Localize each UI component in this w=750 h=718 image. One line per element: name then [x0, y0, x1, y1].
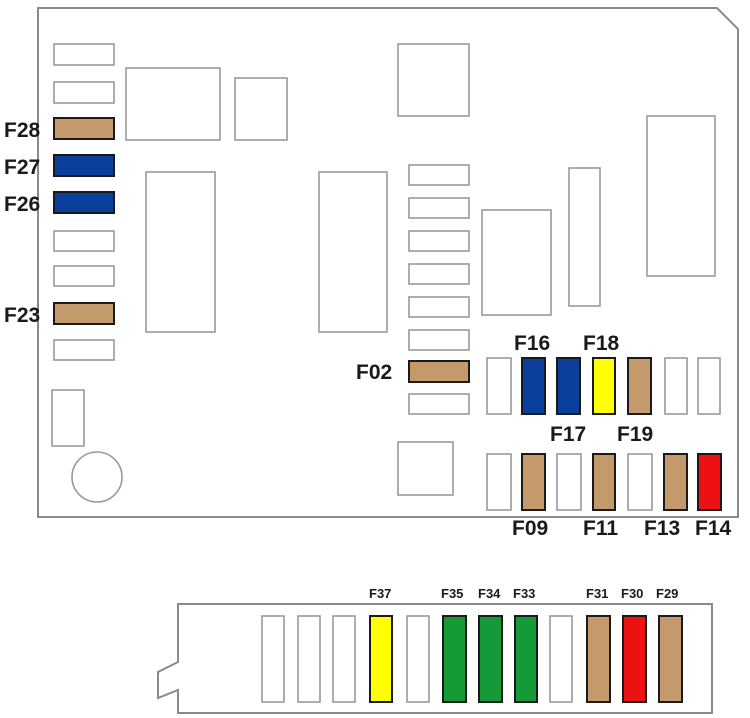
- fuse-body: [369, 615, 393, 703]
- empty-slot: [408, 393, 470, 415]
- empty-slot: [697, 357, 721, 415]
- fuse-body: [53, 191, 115, 214]
- fuse-F23: F23: [4, 302, 115, 327]
- empty-slot: [408, 329, 470, 351]
- empty-slot: [556, 453, 582, 511]
- empty-slot: [486, 357, 512, 415]
- fuse-label: F27: [4, 156, 40, 179]
- relay-block: [646, 115, 716, 277]
- empty-slot: [53, 81, 115, 104]
- empty-slot: [664, 357, 688, 415]
- fuse-F18: F18: [583, 332, 620, 415]
- fuse-body: [697, 453, 722, 511]
- fuse-body: [663, 453, 688, 511]
- empty-slot: [408, 263, 470, 285]
- fuse-F14: F14: [695, 453, 732, 540]
- empty-slot: [408, 296, 470, 318]
- fuse-label: F02: [356, 361, 392, 384]
- empty-slot: [408, 164, 470, 186]
- fuse-F33: F33: [513, 586, 538, 703]
- fuse-label: F23: [4, 304, 40, 327]
- fuse-body: [53, 154, 115, 177]
- fuse-F26: F26: [4, 191, 115, 216]
- fuse-label: F26: [4, 193, 40, 216]
- fuse-F30: F30: [621, 586, 647, 703]
- fuse-label: F34: [478, 586, 501, 601]
- empty-slot: [332, 615, 356, 703]
- fuse-body: [514, 615, 538, 703]
- fuse-F27: F27: [4, 154, 115, 179]
- relay-block: [145, 171, 216, 333]
- fuse-F19: F19: [617, 357, 653, 446]
- fuse-label: F33: [513, 586, 535, 601]
- fuse-label: F09: [512, 517, 548, 540]
- fuse-label: F14: [695, 517, 732, 540]
- relay-block: [397, 441, 454, 496]
- empty-slot: [53, 265, 115, 287]
- empty-slot: [53, 43, 115, 66]
- empty-slot: [627, 453, 653, 511]
- fuse-F13: F13: [644, 453, 688, 540]
- fuse-body: [592, 453, 616, 511]
- fuse-F09: F09: [512, 453, 548, 540]
- fuse-label: F31: [586, 586, 608, 601]
- fuse-body: [53, 117, 115, 140]
- fuse-body: [521, 453, 546, 511]
- empty-slot: [549, 615, 573, 703]
- fuse-body: [658, 615, 683, 703]
- fuse-label: F17: [550, 423, 586, 446]
- fuse-label: F13: [644, 517, 680, 540]
- empty-slot: [486, 453, 512, 511]
- fuse-body: [627, 357, 652, 415]
- fuse-body: [408, 360, 470, 383]
- relay-block: [397, 43, 470, 117]
- fuse-body: [478, 615, 503, 703]
- relay-block: [318, 171, 388, 333]
- fuse-F35: F35: [441, 586, 467, 703]
- fuse-F02: F02: [356, 360, 470, 384]
- fuse-F28: F28: [4, 117, 115, 142]
- fuse-label: F29: [656, 586, 678, 601]
- fuse-body: [592, 357, 616, 415]
- empty-slot: [408, 197, 470, 219]
- fuse-body: [586, 615, 611, 703]
- empty-slot: [53, 230, 115, 252]
- relay-block: [568, 167, 601, 307]
- fuse-F11: F11: [583, 453, 618, 540]
- secondary-fuse-box-outline: [157, 603, 713, 714]
- fuse-label: F35: [441, 586, 463, 601]
- fuse-body: [521, 357, 546, 415]
- fuse-label: F28: [4, 119, 41, 142]
- fuse-F17: F17: [550, 357, 586, 446]
- fuse-label: F18: [583, 332, 620, 355]
- empty-slot: [297, 615, 321, 703]
- fuse-label: F37: [369, 586, 391, 601]
- empty-slot: [261, 615, 285, 703]
- fuse-body: [556, 357, 581, 415]
- empty-slot: [53, 339, 115, 361]
- empty-slot: [408, 230, 470, 252]
- fuse-label: F11: [583, 517, 618, 540]
- fuse-body: [622, 615, 647, 703]
- relay-block: [234, 77, 288, 141]
- mounting-hole: [71, 451, 123, 503]
- relay-block: [125, 67, 221, 141]
- fuse-F37: F37: [369, 586, 393, 703]
- fuse-label: F30: [621, 586, 643, 601]
- fuse-label: F16: [514, 332, 550, 355]
- fuse-body: [442, 615, 467, 703]
- relay-block: [481, 209, 552, 316]
- empty-slot: [406, 615, 430, 703]
- fuse-F29: F29: [656, 586, 683, 703]
- fuse-F34: F34: [478, 586, 503, 703]
- fuse-F16: F16: [514, 332, 550, 415]
- connector-slot: [51, 389, 85, 447]
- fuse-label: F19: [617, 423, 653, 446]
- fuse-body: [53, 302, 115, 325]
- fuse-F31: F31: [586, 586, 611, 703]
